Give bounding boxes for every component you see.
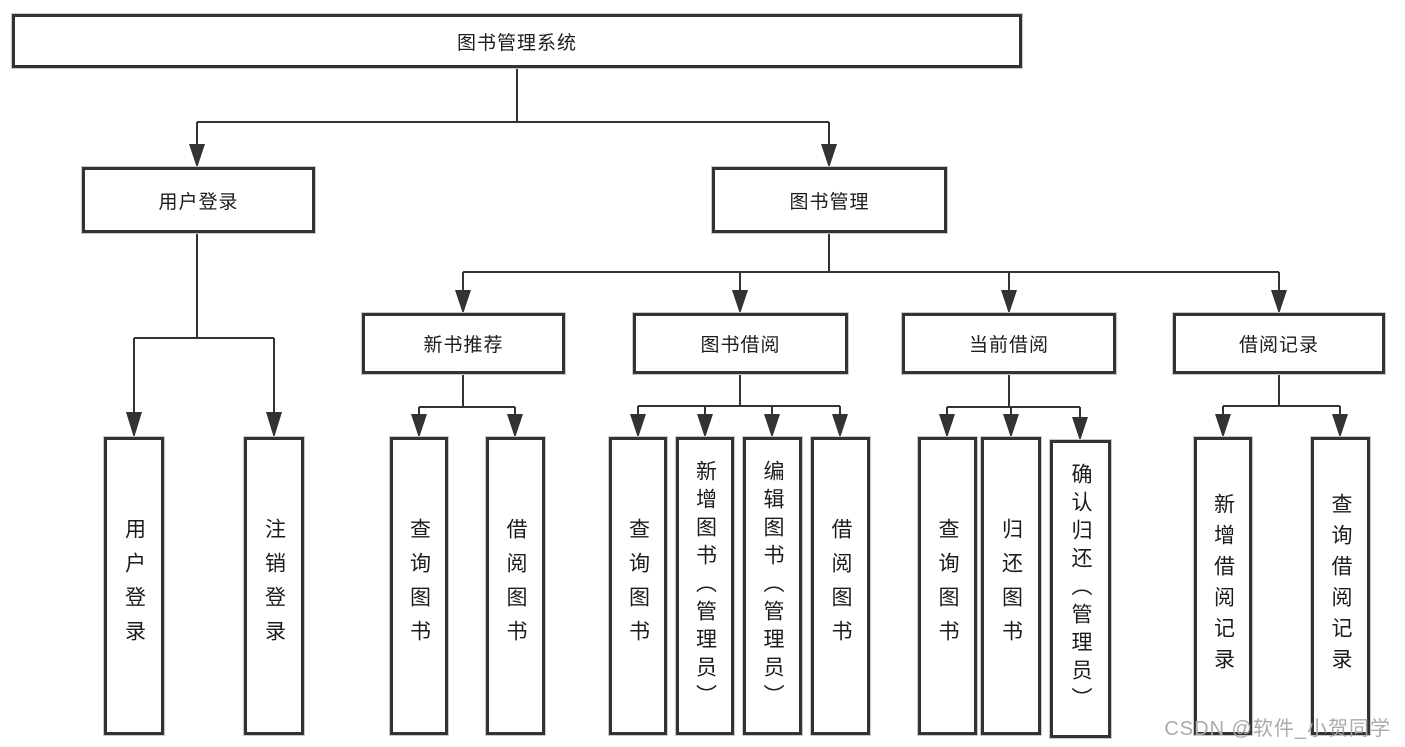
node-library-management-system: 图书管理系统 [12, 14, 1022, 68]
leaf-label: 借阅图书 [829, 518, 852, 654]
leaf-label: 归还图书 [999, 518, 1023, 654]
leaf-label: 查询借阅记录 [1329, 493, 1352, 679]
leaf-edit-books-admin: 编辑图书（管理员） [743, 437, 802, 735]
leaf-confirm-return-admin: 确认归还（管理员） [1050, 440, 1111, 738]
node-borrowing-records: 借阅记录 [1173, 313, 1385, 374]
node-user-login: 用户登录 [82, 167, 315, 233]
node-label: 图书管理 [789, 191, 870, 213]
leaf-borrow-books-1: 借阅图书 [486, 437, 545, 735]
leaf-add-books-admin: 新增图书（管理员） [676, 437, 734, 735]
leaf-query-books-2: 查询图书 [609, 437, 667, 735]
leaf-label: 查询图书 [626, 518, 650, 654]
leaf-label: 确认归还（管理员） [1069, 463, 1092, 715]
node-label: 图书借阅 [700, 335, 781, 356]
leaf-logout: 注销登录 [244, 437, 304, 735]
leaf-add-borrow-record: 新增借阅记录 [1194, 437, 1252, 735]
node-label: 用户登录 [158, 191, 239, 213]
node-label: 图书管理系统 [456, 32, 577, 54]
node-label: 当前借阅 [968, 335, 1049, 356]
leaf-return-books: 归还图书 [981, 437, 1041, 735]
leaf-label: 查询图书 [936, 518, 959, 654]
leaf-label: 新增图书（管理员） [693, 460, 717, 712]
leaf-label: 借阅图书 [504, 518, 527, 654]
node-label: 借阅记录 [1238, 335, 1319, 356]
leaf-query-books-3: 查询图书 [918, 437, 977, 735]
leaf-label: 新增借阅记录 [1211, 493, 1235, 679]
node-current-borrowing: 当前借阅 [902, 313, 1116, 374]
node-book-borrowing: 图书借阅 [633, 313, 848, 374]
csdn-watermark: CSDN @软件_小贺同学 [1164, 718, 1391, 740]
leaf-borrow-books-2: 借阅图书 [811, 437, 870, 735]
leaf-query-borrow-record: 查询借阅记录 [1311, 437, 1370, 735]
leaf-label: 注销登录 [262, 518, 286, 654]
leaf-user-login: 用户登录 [104, 437, 164, 735]
node-label: 新书推荐 [423, 335, 504, 356]
leaf-label: 编辑图书（管理员） [761, 460, 784, 712]
leaf-label: 用户登录 [122, 518, 146, 654]
node-new-book-recommendation: 新书推荐 [362, 313, 565, 374]
leaf-query-books-1: 查询图书 [390, 437, 448, 735]
leaf-label: 查询图书 [407, 518, 431, 654]
node-book-management: 图书管理 [712, 167, 947, 233]
